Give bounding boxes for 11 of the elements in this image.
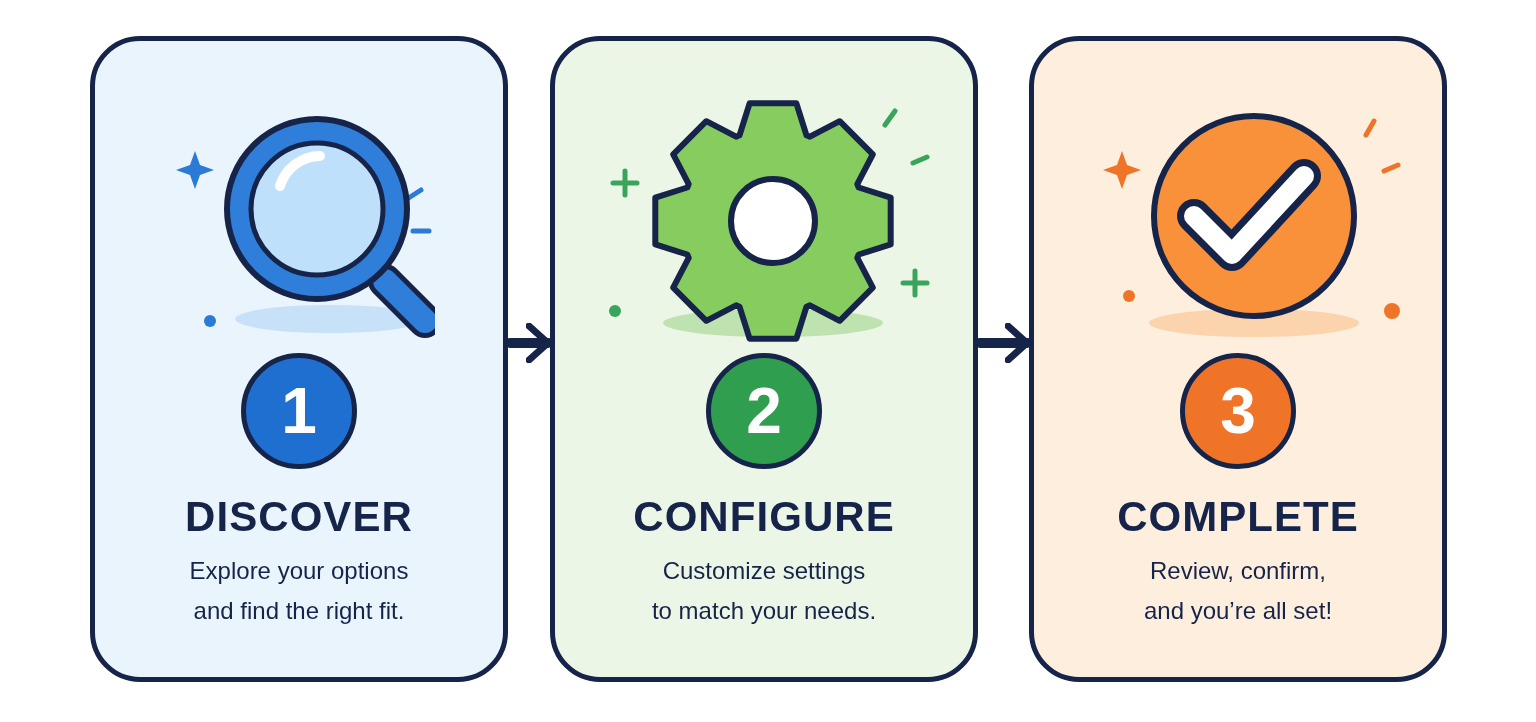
step-title: CONFIGURE — [633, 492, 895, 542]
step-title: COMPLETE — [1117, 492, 1359, 542]
step-card — [90, 36, 508, 682]
step-description: Explore your options and find the right fit. — [188, 556, 410, 626]
step-card — [1029, 36, 1447, 682]
step-description: Review, confirm, and you’re all set! — [1142, 556, 1334, 626]
arrow — [975, 322, 1032, 364]
arrow — [505, 322, 553, 364]
step-description: Customize settings to match your needs. — [650, 556, 878, 626]
step-title: DISCOVER — [185, 492, 413, 542]
step-card — [550, 36, 978, 682]
